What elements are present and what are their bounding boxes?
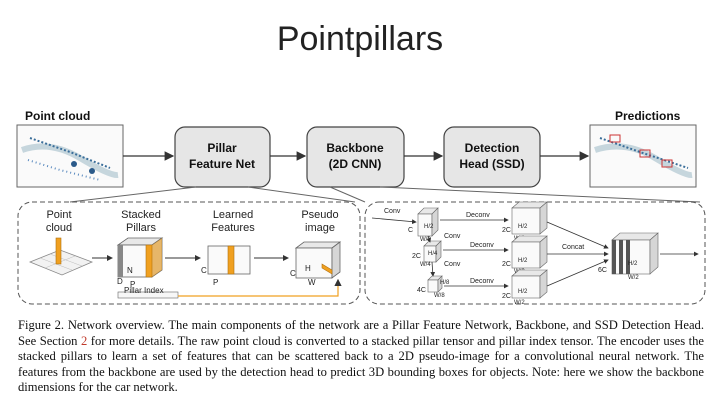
diagram-label-backbone_detail-H2: H/2 xyxy=(628,261,638,267)
caption-figure-number: Figure 2. xyxy=(18,318,65,332)
diagram-label-pfn_detail-col_stacked-0: Stacked xyxy=(121,209,161,221)
diagram-label-pfn_detail-axis_D: D xyxy=(117,277,123,286)
diagram-label-pfn_detail-col_point_cloud-1: cloud xyxy=(46,222,72,234)
pillar-index-label: Pillar Index xyxy=(124,286,164,295)
concat-output xyxy=(611,232,659,275)
diagram-label-backbone_detail-deconv: Deconv xyxy=(470,278,494,285)
diagram-label-pfn_detail-col_stacked-1: Pillars xyxy=(126,222,156,234)
stacked-pillars-tensor xyxy=(116,237,164,278)
pfn-detail-box xyxy=(17,201,361,305)
caption-text-1: Network overview. The main components of… xyxy=(18,318,704,348)
diagram-label-backbone_detail-conv: Conv xyxy=(384,208,401,215)
diagram-label-backbone_detail-H4: H/4 xyxy=(428,251,438,257)
diagram-label-pfn_detail-axis_P: P xyxy=(213,278,218,287)
deconv-output-2 xyxy=(511,235,548,269)
network-diagram: Point cloud Pillar Feature Net Backbone … xyxy=(16,109,706,306)
diagram-label-pfn_detail-col_pseudo-0: Pseudo xyxy=(301,209,338,221)
diagram-label-pipeline-stages-0-line2: Feature Net xyxy=(189,157,255,171)
diagram-label-backbone_detail-2C: 2C xyxy=(502,227,511,234)
diagram-label-backbone_detail-2C: 2C xyxy=(412,253,421,260)
learned-features-tensor xyxy=(207,245,251,275)
diagram-label-pfn_detail-col_point_cloud-0: Point xyxy=(46,209,71,221)
diagram-label-backbone_detail-W2: W/2 xyxy=(420,237,431,243)
deconv-output-3 xyxy=(511,269,548,299)
diagram-label-pfn_detail-axis_W: W xyxy=(308,278,316,287)
diagram-label-backbone_detail-4C: 4C xyxy=(417,287,426,294)
figure-caption: Figure 2. Network overview. The main com… xyxy=(18,318,704,396)
conv-block-3 xyxy=(427,275,443,293)
deconv-output-1 xyxy=(511,201,548,235)
diagram-label-pipeline-stages-1-line2: (2D CNN) xyxy=(329,157,382,171)
diagram-label-backbone_detail-conv: Conv xyxy=(444,233,461,240)
diagram-label-pipeline-stages-2-line2: Head (SSD) xyxy=(459,157,524,171)
diagram-label-backbone_detail-H2: H/2 xyxy=(518,258,528,264)
diagram-label-backbone_detail-6C: 6C xyxy=(598,267,607,274)
diagram-label-backbone_detail-W2: W/2 xyxy=(514,300,525,306)
diagram-label-pipeline-stages-1-line1: Backbone xyxy=(326,141,384,155)
diagram-label-backbone_detail-conv: Conv xyxy=(444,261,461,268)
caption-text-2: for more details. The raw point cloud is… xyxy=(18,333,704,395)
diagram-label-pfn_detail-axis_N: N xyxy=(127,266,133,275)
diagram-label-backbone_detail-2C: 2C xyxy=(502,293,511,300)
diagram-label-backbone_detail-C: C xyxy=(408,227,413,234)
conv-block-1 xyxy=(417,207,439,237)
diagram-label-pfn_detail-axis_P: P xyxy=(130,280,135,289)
diagram-label-backbone_detail-H2: H/2 xyxy=(518,289,528,295)
diagram-label-backbone_detail-deconv: Deconv xyxy=(470,242,494,249)
stage-backbone: Backbone (2D CNN) xyxy=(306,126,405,188)
diagram-label-backbone_detail-H2: H/2 xyxy=(424,224,434,230)
pseudo-image-tensor xyxy=(294,241,342,279)
diagram-label-pipeline-stages-2-line1: Detection xyxy=(465,141,520,155)
stage-pillar-feature-net: Pillar Feature Net xyxy=(174,126,271,188)
diagram-label-pfn_detail-col_pseudo-1: image xyxy=(305,222,335,234)
diagram-label-backbone_detail-W2: W/2 xyxy=(628,275,639,281)
diagram-label-backbone_detail-W4: W/4 xyxy=(420,262,431,268)
predictions-image xyxy=(589,124,697,188)
diagram-label-backbone_detail-W8: W/8 xyxy=(434,293,445,299)
diagram-label-backbone_detail-H2: H/2 xyxy=(518,224,528,230)
output-label: Predictions xyxy=(615,109,681,123)
diagram-label-backbone_detail-concat: Concat xyxy=(562,244,584,251)
diagram-label-pfn_detail-col_learned-1: Features xyxy=(211,222,255,234)
conv-block-2 xyxy=(423,240,442,263)
point-cloud-grid xyxy=(28,237,94,276)
diagram-label-backbone_detail-deconv: Deconv xyxy=(466,212,490,219)
diagram-label-pfn_detail-col_learned-0: Learned xyxy=(213,209,253,221)
diagram-label-backbone_detail-H8: H/8 xyxy=(440,280,450,286)
stage-detection-head: Detection Head (SSD) xyxy=(443,126,541,188)
diagram-label-pipeline-stages-0-line1: Pillar xyxy=(207,141,237,155)
slide-title: Pointpillars xyxy=(276,20,444,58)
diagram-label-backbone_detail-2C: 2C xyxy=(502,261,511,268)
caption-section-ref[interactable]: 2 xyxy=(80,333,88,348)
pillar-index-bar xyxy=(117,291,179,299)
diagram-label-pfn_detail-axis_C: C xyxy=(201,266,207,275)
diagram-label-pfn_detail-axis_C: C xyxy=(290,269,296,278)
input-label: Point cloud xyxy=(25,109,90,123)
diagram-label-pfn_detail-axis_H: H xyxy=(305,264,311,273)
point-cloud-image xyxy=(16,124,124,188)
